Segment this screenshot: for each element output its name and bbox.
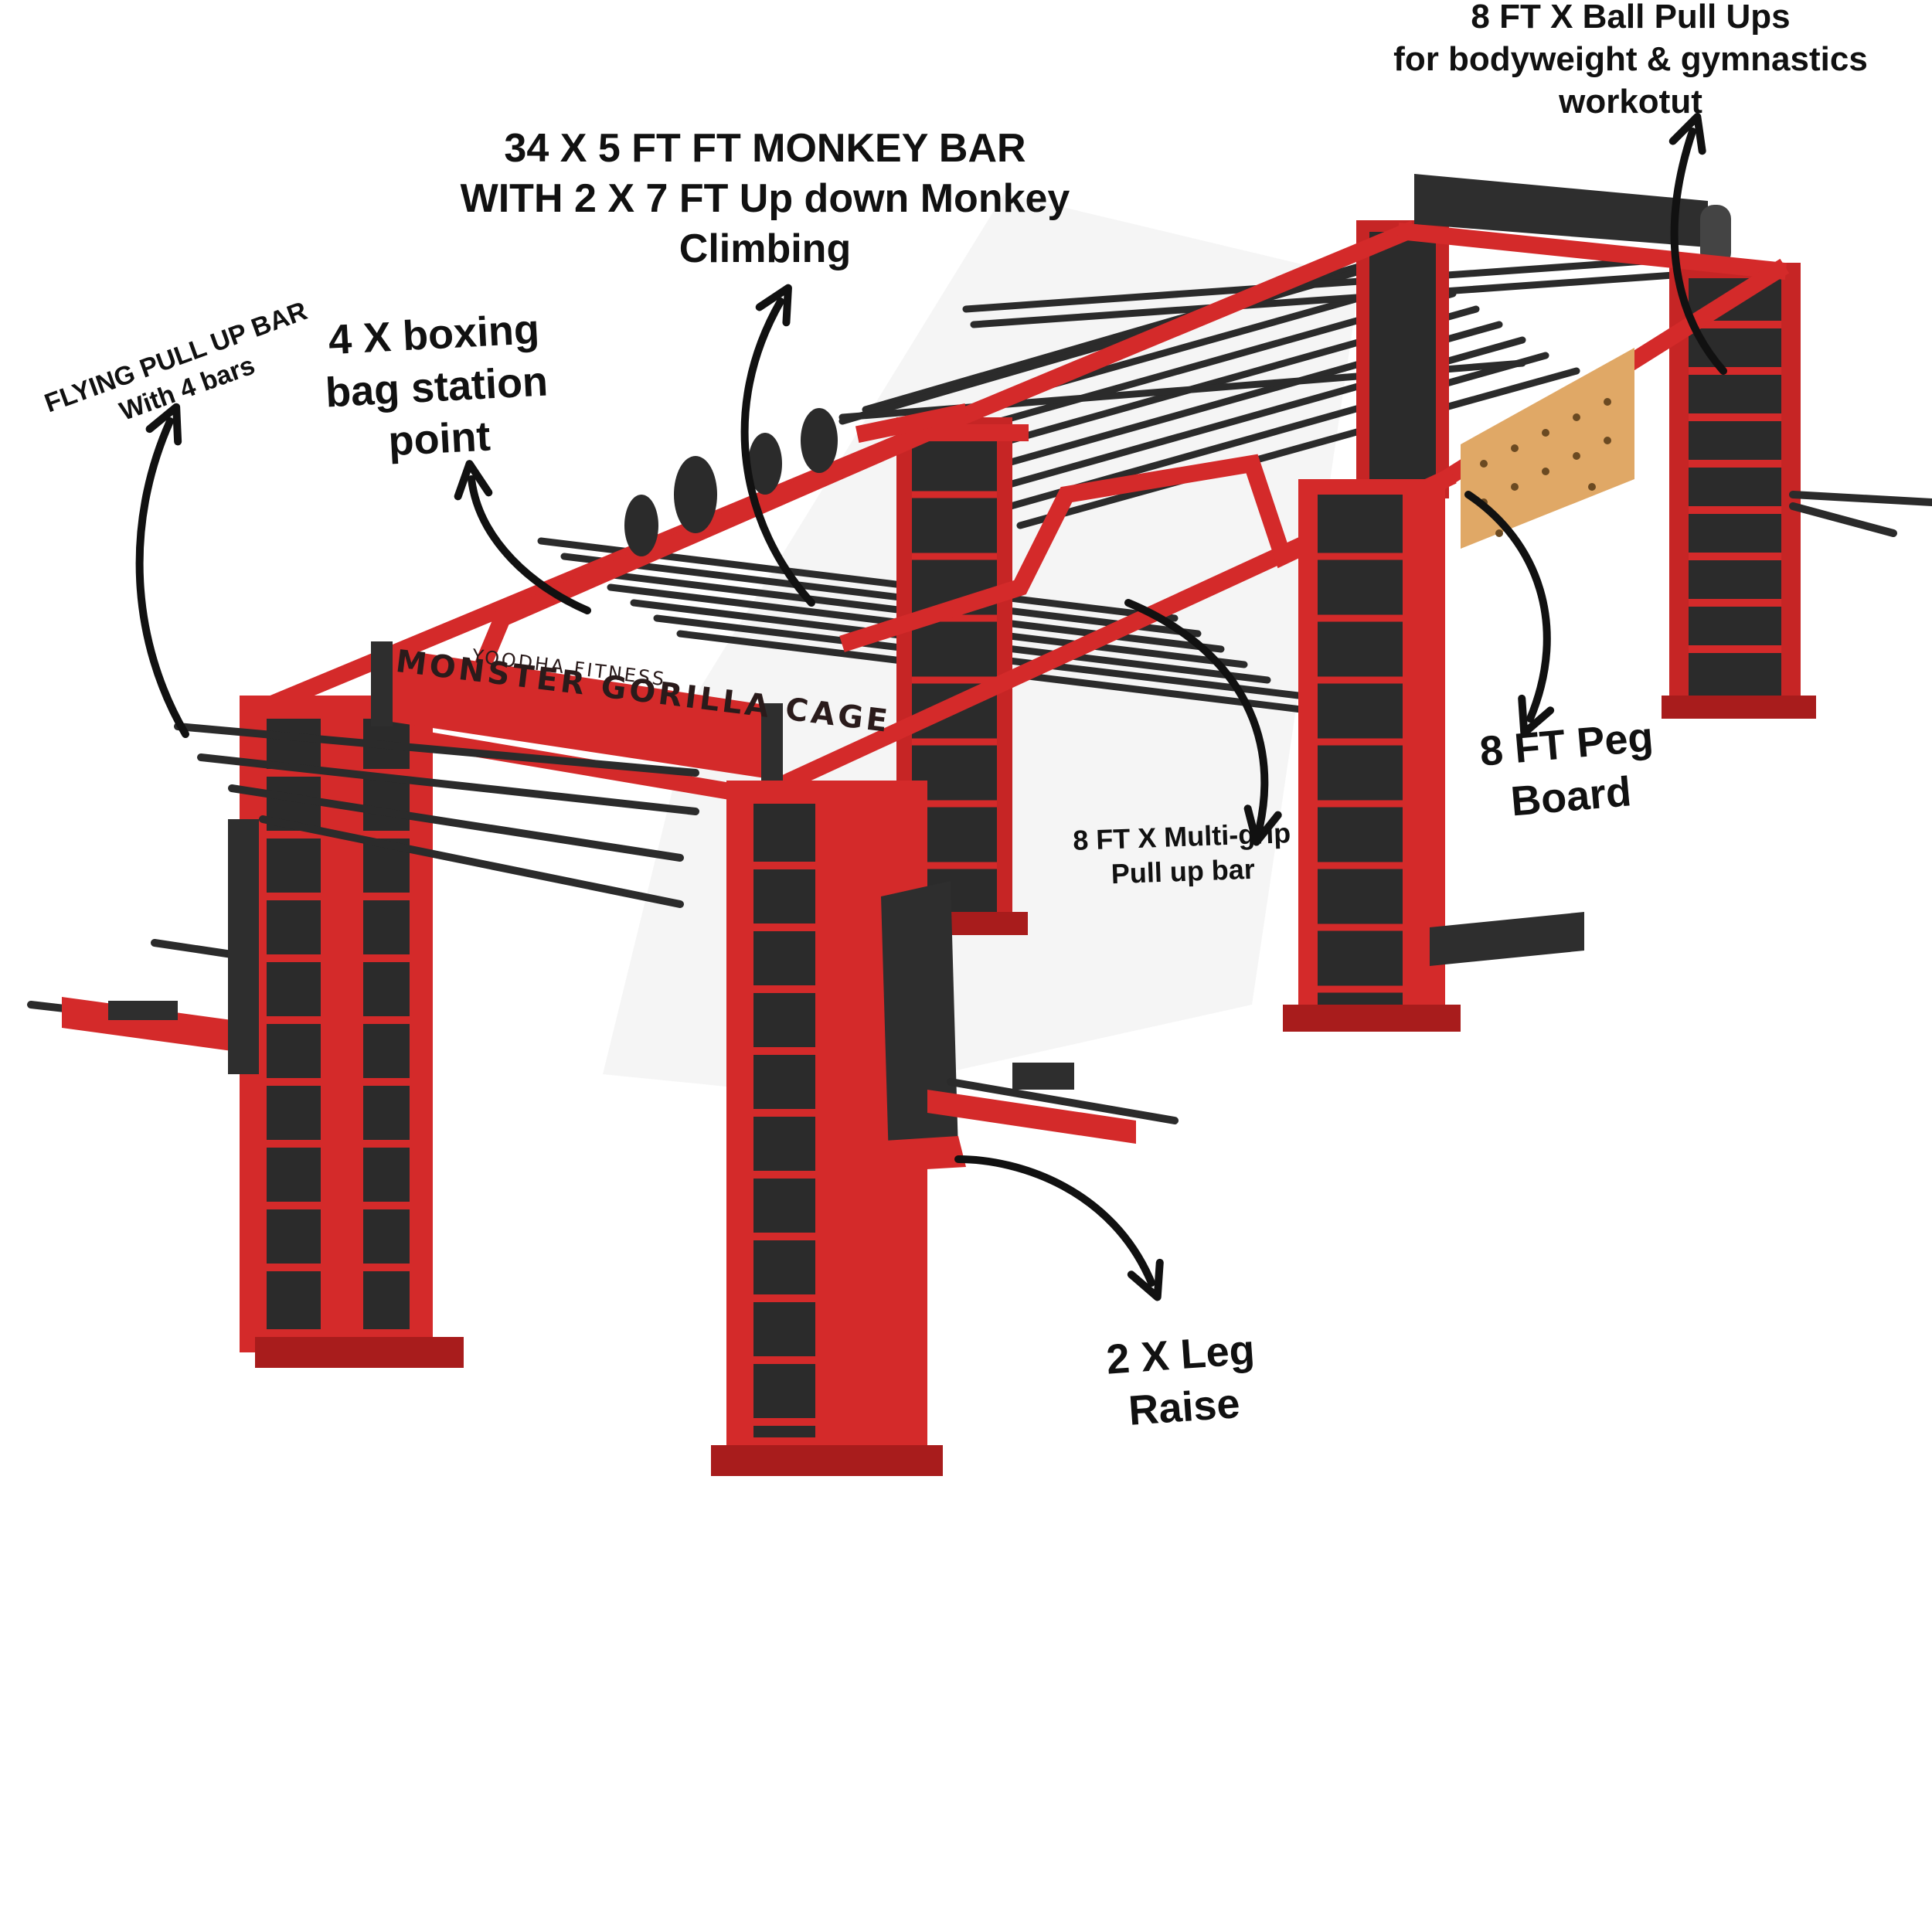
tower-middle-right [1283, 479, 1584, 1032]
tower-back-right [1356, 220, 1449, 498]
multi-grip-label: 8 FT X Multi-grip Pull up bar [1072, 817, 1291, 890]
leg-raise-station [835, 881, 1179, 1175]
ball-pull-ups-label: 8 FT X Ball Pull Ups for bodyweight & gy… [1393, 0, 1868, 121]
boxing-bag-points [624, 408, 838, 556]
flying-pull-up-bars [174, 723, 699, 908]
leg-raise-label: 2 X Leg Raise [1104, 1326, 1257, 1434]
monkey-bar-label: 34 X 5 FT FT MONKEY BAR WITH 2 X 7 FT Up… [460, 126, 1070, 271]
tower-right-far [1662, 263, 1816, 719]
boxing-bag-label: 4 X boxing bag station point [324, 305, 549, 465]
dip-bars-right [1789, 491, 1932, 537]
brand-sign [371, 641, 783, 788]
peg-board-label: 8 FT Peg Board [1478, 713, 1655, 825]
annotation-arrows [135, 113, 1727, 1301]
dip-bars-left [27, 819, 259, 1074]
ball-pull-up-beam [1414, 174, 1731, 267]
